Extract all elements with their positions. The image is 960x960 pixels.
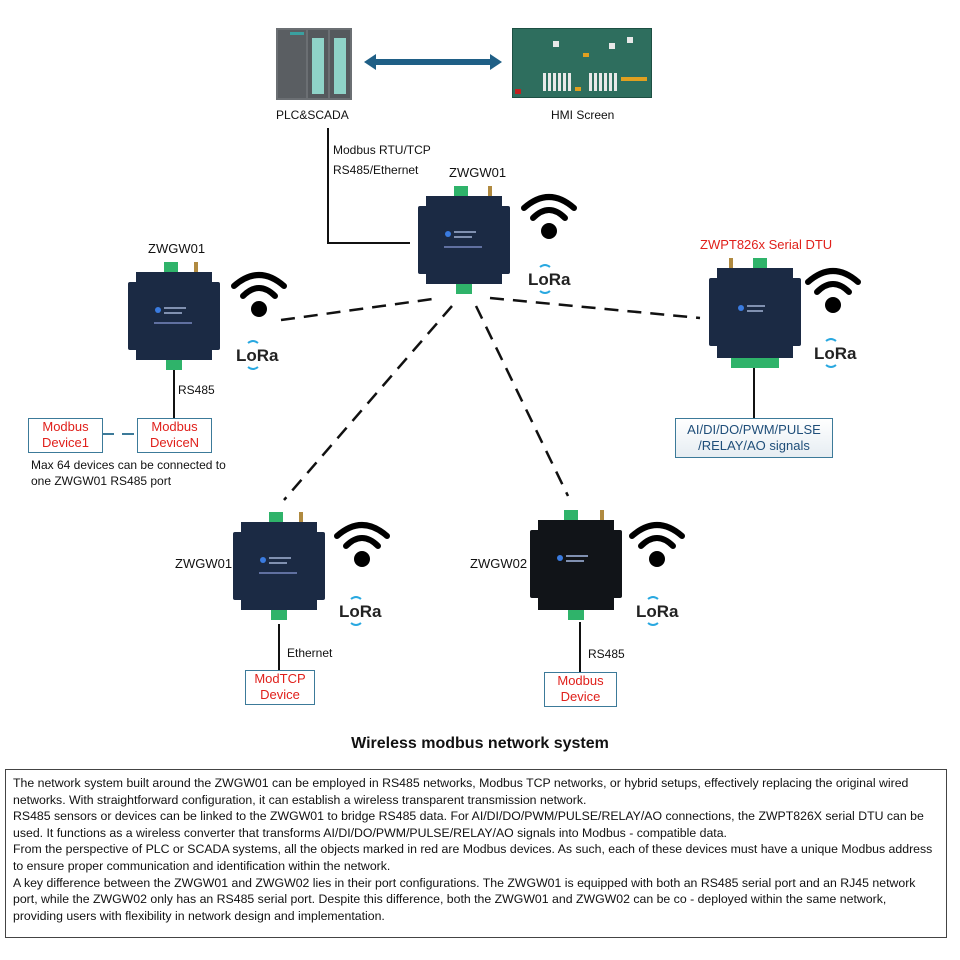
description-paragraph: The network system built around the ZWGW…	[13, 776, 909, 807]
svg-text:LoRa: LoRa	[236, 346, 279, 365]
signals-line2: /RELAY/AO signals	[698, 438, 810, 453]
modbus-device-line1: Modbus	[557, 673, 604, 688]
signals-box[interactable]: AI/DI/DO/PWM/PULSE /RELAY/AO signals	[675, 418, 833, 458]
svg-text:LoRa: LoRa	[636, 602, 679, 621]
modbus-deviceN-line1: Modbus	[151, 419, 198, 434]
description-paragraph: From the perspective of PLC or SCADA sys…	[13, 842, 933, 873]
wireless-link-bottom-right	[474, 305, 570, 497]
modbus-device1-box[interactable]: Modbus Device1	[28, 418, 103, 453]
modbus-device1-line1: Modbus	[42, 419, 89, 434]
svg-text:LoRa: LoRa	[814, 344, 857, 363]
diagram-title: Wireless modbus network system	[351, 735, 609, 752]
bottom-right-gateway-device[interactable]	[530, 510, 622, 627]
description-paragraph: RS485 sensors or devices can be linked t…	[13, 809, 924, 840]
bottom-left-lora-logo: LoRa	[339, 594, 391, 633]
bottom-left-wifi-icon	[333, 518, 391, 575]
hmi-label: HMI Screen	[551, 108, 615, 122]
plc-wired-link	[327, 128, 410, 244]
wireless-link-right	[489, 296, 701, 320]
modbus-device-box[interactable]: Modbus Device	[544, 672, 617, 707]
right-dtu-device[interactable]	[709, 258, 801, 375]
link-label-protocol: Modbus RTU/TCP	[333, 143, 431, 157]
center-lora-logo: LoRa	[528, 262, 580, 301]
plc-label: PLC&SCADA	[276, 108, 349, 122]
modbus-device1-line2: Device1	[42, 435, 89, 450]
right-lora-logo: LoRa	[814, 336, 866, 375]
center-gateway-label: ZWGW01	[449, 165, 507, 180]
modbus-device-line2: Device	[560, 689, 601, 704]
modtcp-device-box[interactable]: ModTCP Device	[245, 670, 315, 705]
wireless-link-left	[280, 296, 441, 322]
description-box: The network system built around the ZWGW…	[5, 769, 947, 938]
signals-line1: AI/DI/DO/PWM/PULSE	[687, 422, 821, 437]
bottom-left-gateway-device[interactable]	[233, 512, 325, 629]
svg-text:LoRa: LoRa	[339, 602, 382, 621]
bottom-left-ethernet-label: Ethernet	[287, 646, 333, 660]
plc-image	[276, 28, 352, 100]
modbus-deviceN-line2: DeviceN	[149, 435, 200, 450]
plc-hmi-arrow	[364, 54, 502, 70]
bottom-right-gateway-label: ZWGW02	[470, 556, 528, 571]
link-label-interface: RS485/Ethernet	[333, 163, 419, 177]
bottom-left-gateway-label: ZWGW01	[175, 556, 233, 571]
left-rs485-label: RS485	[178, 383, 215, 397]
wireless-link-bottom-left	[283, 305, 453, 501]
bottom-right-wifi-icon	[628, 518, 686, 575]
modbus-deviceN-box[interactable]: Modbus DeviceN	[137, 418, 212, 453]
hmi-screen-image	[512, 28, 652, 98]
bottom-right-rs485-label: RS485	[588, 647, 625, 661]
bottom-right-lora-logo: LoRa	[636, 594, 688, 633]
left-note-line2: one ZWGW01 RS485 port	[31, 474, 172, 488]
left-note-line1: Max 64 devices can be connected to	[31, 458, 226, 472]
left-gateway-label: ZWGW01	[148, 241, 206, 256]
center-wifi-icon	[520, 190, 578, 247]
lora-text: LoRa	[528, 270, 571, 289]
left-wifi-icon	[230, 268, 288, 325]
description-paragraph: A key difference between the ZWGW01 and …	[13, 875, 916, 923]
left-lora-logo: LoRa	[236, 338, 288, 377]
right-dtu-label: ZWPT826x Serial DTU	[700, 237, 833, 252]
left-gateway-device[interactable]	[128, 262, 220, 379]
right-wifi-icon	[804, 264, 862, 321]
modtcp-device-line1: ModTCP	[254, 671, 306, 686]
center-gateway-device[interactable]	[418, 186, 510, 303]
modtcp-device-line2: Device	[260, 687, 300, 702]
